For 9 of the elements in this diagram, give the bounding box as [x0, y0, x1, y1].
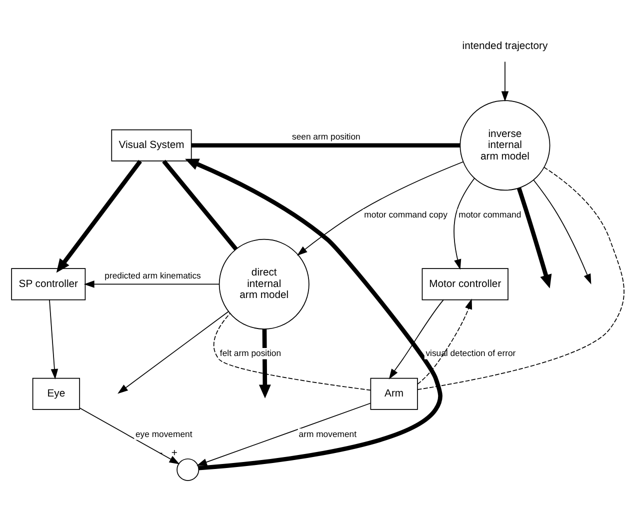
- edge-label: motor command copy: [364, 208, 448, 219]
- edge-label: motor command: [458, 208, 522, 219]
- edge-label: felt arm position: [220, 348, 282, 358]
- edge-label: visual detection of error: [426, 348, 516, 358]
- node-text: intended trajectory: [462, 40, 548, 52]
- edge-label: arm movement: [298, 428, 357, 438]
- edge-label: eye movement: [135, 428, 192, 438]
- edge-label: predicted arm kinematics: [104, 270, 201, 280]
- edge-label: seen arm position: [292, 131, 360, 142]
